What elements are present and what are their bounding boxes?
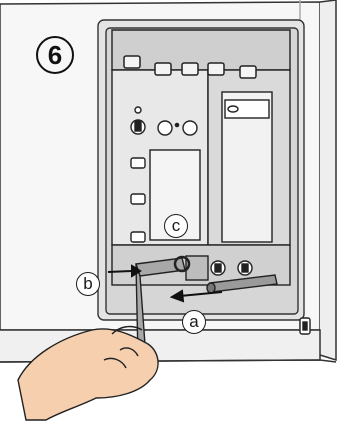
callout-c: c <box>164 214 188 238</box>
step-number-badge: 6 <box>36 36 74 74</box>
callout-a: a <box>182 310 206 334</box>
callout-b: b <box>76 272 100 296</box>
side-latch <box>300 318 310 334</box>
